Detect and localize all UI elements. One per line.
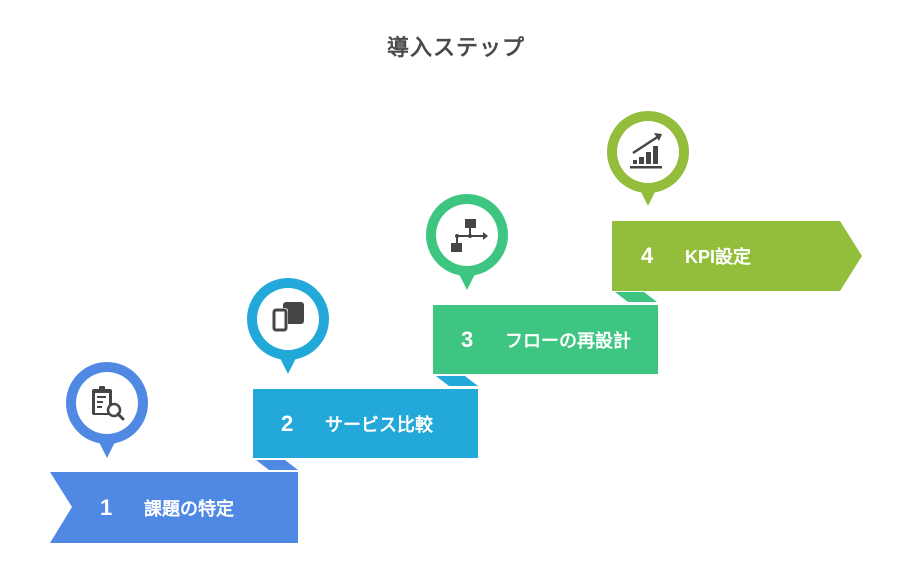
step-4-number: 4 (641, 243, 654, 268)
step-4-fold (615, 292, 657, 302)
step-3-fold (436, 376, 478, 386)
step-1-number: 1 (100, 495, 113, 520)
step-1-label: 1 課題の特定 (100, 494, 234, 522)
diagram-title: 導入ステップ (386, 35, 525, 60)
step-4-label: 4 KPI設定 (641, 242, 751, 270)
step-3-pin (426, 194, 508, 290)
step-3-label: 3 フローの再設計 (461, 326, 631, 354)
step-3-banner (433, 305, 658, 374)
step-2-fold (256, 460, 298, 470)
devices-compare-icon (272, 302, 304, 332)
step-4-banner (612, 221, 862, 291)
step-2-pin (247, 278, 329, 374)
clipboard-search-icon (92, 386, 125, 421)
step-3-number: 3 (461, 327, 474, 352)
step-2-text: サービス比較 (325, 415, 433, 435)
step-4-text: KPI設定 (685, 247, 752, 267)
step-4-pin (607, 111, 689, 206)
step-1-pin (66, 362, 148, 458)
step-2-number: 2 (281, 411, 294, 436)
step-2-banner (253, 389, 478, 458)
growth-chart-icon (630, 133, 662, 169)
step-3-text: フローの再設計 (505, 331, 631, 351)
step-1-text: 課題の特定 (144, 499, 234, 519)
flowchart-icon (451, 219, 488, 252)
step-1-banner (50, 472, 298, 543)
step-2-label: 2 サービス比較 (281, 410, 433, 438)
